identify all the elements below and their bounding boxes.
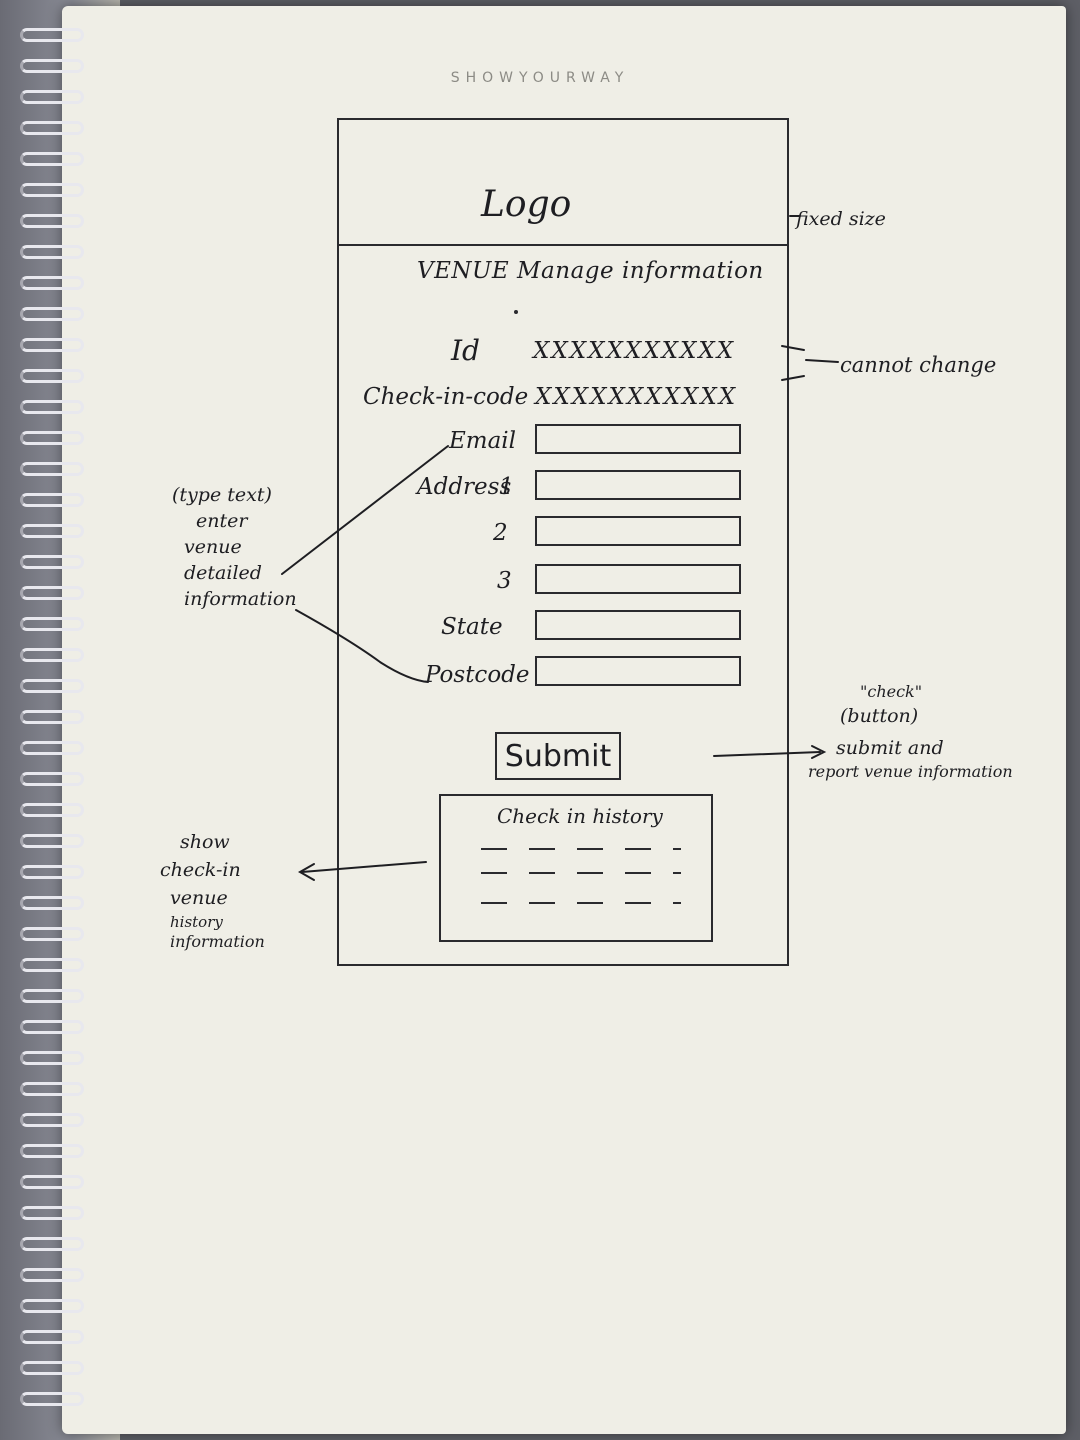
spiral-ring [20,617,84,631]
note-fixed-size: fixed size [796,208,886,230]
checkin-history-box: Check in history [439,794,713,942]
notebook-brand: SHOWYOURWAY [450,70,630,86]
spiral-ring [20,245,84,259]
spiral-ring [20,1175,84,1189]
address-2-input[interactable] [535,516,741,546]
spiral-ring [20,648,84,662]
address-3-label: 3 [497,568,512,594]
note-line: show [180,831,230,853]
note-line: submit and [836,737,944,759]
email-label: Email [449,428,517,454]
page-title: VENUE Manage information [417,258,764,284]
history-row-placeholder [481,872,681,874]
address-1-label: 1 [499,474,514,500]
spiral-ring [20,431,84,445]
state-label: State [441,614,503,640]
spiral-ring [20,1392,84,1406]
address-1-input[interactable] [535,470,741,500]
submit-button[interactable]: Submit [495,732,621,780]
spiral-ring [20,555,84,569]
ruled-lines [102,124,1048,1414]
spiral-ring [20,1082,84,1096]
checkin-code-value: XXXXXXXXXXX [535,384,738,410]
note-line: information [184,588,297,610]
spiral-ring [20,1361,84,1375]
note-line: detailed [184,562,262,584]
spiral-ring [20,1206,84,1220]
note-line: check-in [160,859,241,881]
checkin-history-title: Check in history [497,804,663,828]
wireframe-frame: Logo VENUE Manage information Id XXXXXXX… [337,118,789,966]
header-divider [339,244,787,246]
address-2-label: 2 [493,520,508,546]
spiral-ring [20,493,84,507]
spiral-ring [20,1237,84,1251]
spiral-binding [20,28,90,1428]
note-line: (type text) [172,484,272,506]
spiral-ring [20,1299,84,1313]
spiral-ring [20,59,84,73]
note-history: show check-in venue history information [160,828,265,952]
note-cannot-change: cannot change [840,353,997,377]
dot-mark [514,310,518,314]
postcode-label: Postcode [425,662,530,688]
address-3-input[interactable] [535,564,741,594]
note-line: venue [184,536,242,558]
spiral-ring [20,369,84,383]
note-submit-button: "check" (button) submit and report venue… [808,680,1013,784]
note-type-text: (type text) enter venue detailed informa… [172,482,297,612]
spiral-ring [20,338,84,352]
spiral-ring [20,710,84,724]
checkin-code-label: Check-in-code [363,384,529,410]
spiral-ring [20,462,84,476]
spiral-ring [20,1268,84,1282]
spiral-ring [20,741,84,755]
spiral-ring [20,28,84,42]
spiral-ring [20,679,84,693]
spiral-ring [20,307,84,321]
spiral-ring [20,927,84,941]
spiral-ring [20,865,84,879]
logo-placeholder: Logo [481,184,572,225]
spiral-ring [20,1051,84,1065]
spiral-ring [20,772,84,786]
spiral-ring [20,214,84,228]
spiral-ring [20,152,84,166]
spiral-ring [20,276,84,290]
spiral-ring [20,989,84,1003]
spiral-ring [20,803,84,817]
note-line: report venue information [808,762,1013,781]
note-line: history [170,913,223,931]
spiral-ring [20,121,84,135]
spiral-ring [20,183,84,197]
note-line: enter [196,510,248,532]
history-row-placeholder [481,902,681,904]
spiral-ring [20,524,84,538]
address-label: Address [417,474,512,500]
spiral-ring [20,586,84,600]
spiral-ring [20,1330,84,1344]
spiral-ring [20,834,84,848]
spiral-ring [20,400,84,414]
spiral-ring [20,1144,84,1158]
spiral-ring [20,1113,84,1127]
note-line: information [170,932,265,951]
history-row-placeholder [481,848,681,850]
note-line: "check" [860,682,923,701]
note-line: (button) [840,705,919,727]
note-line: venue [170,887,228,909]
postcode-input[interactable] [535,656,741,686]
email-input[interactable] [535,424,741,454]
id-value: XXXXXXXXXXX [533,338,736,364]
id-label: Id [451,334,480,367]
spiral-ring [20,958,84,972]
state-input[interactable] [535,610,741,640]
spiral-ring [20,90,84,104]
spiral-ring [20,896,84,910]
spiral-ring [20,1020,84,1034]
